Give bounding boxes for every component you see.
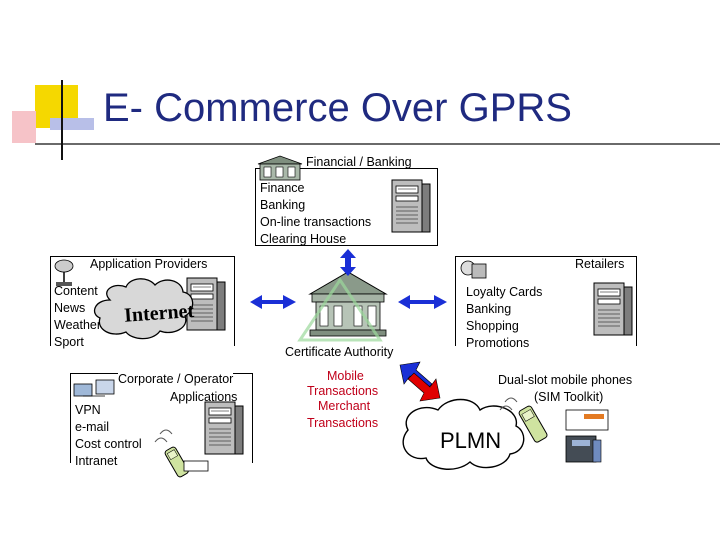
internet-cloud [93, 278, 194, 340]
card-icon [183, 460, 209, 472]
server-icon [204, 401, 244, 455]
server-icon [391, 179, 431, 233]
server-icon [593, 282, 633, 336]
financial-item: Banking [260, 198, 306, 212]
application-item: Content [54, 284, 98, 298]
signal-waves [154, 429, 173, 443]
certificate-authority-frame [297, 277, 383, 342]
title-decoration-graphic [12, 80, 720, 160]
card-stack-icon [592, 439, 602, 463]
antenna-icon [54, 259, 74, 286]
blue-arrow-left [250, 295, 296, 309]
retailers-item: Banking [466, 302, 512, 316]
financial-item: Clearing House [260, 232, 347, 246]
title-decoration [0, 0, 720, 170]
financial-item: On-line transactions [260, 215, 372, 229]
financial-item: Finance [260, 181, 305, 195]
blue-arrow-right [398, 295, 447, 309]
mobile-phone-icon [518, 405, 548, 443]
corporate-title-line2: Applications [170, 390, 238, 404]
retailers-title: Retailers [575, 257, 625, 271]
red-diagonal-arrow [399, 361, 441, 402]
corporate-title-line1: Corporate / Operator [118, 372, 234, 386]
certificate-authority-building [308, 271, 388, 337]
corporate-item: Intranet [75, 454, 118, 468]
financial-banking-title: Financial / Banking [306, 155, 412, 169]
corporate-item: VPN [75, 403, 101, 417]
mobile-phone-icon [164, 446, 189, 478]
application-item: News [54, 301, 86, 315]
shopping-icon [460, 260, 487, 279]
dual-slot-line2: (SIM Toolkit) [534, 390, 604, 404]
corporate-item: Cost control [75, 437, 142, 451]
network-icon [73, 379, 115, 397]
mobile-transactions-line2: Transactions [307, 384, 379, 398]
signal-waves [499, 397, 518, 411]
plmn-cloud [402, 398, 525, 470]
credit-card-icon [565, 435, 597, 463]
smart-card-icon [565, 409, 609, 431]
certificate-authority-label: Certificate Authority [285, 345, 394, 359]
corporate-item: e-mail [75, 420, 110, 434]
internet-cloud-label: Internet [123, 300, 195, 327]
application-providers-title: Application Providers [90, 257, 208, 271]
plmn-cloud-label: PLMN [440, 428, 501, 453]
merchant-transactions-line2: Transactions [307, 416, 379, 430]
dual-slot-line1: Dual-slot mobile phones [498, 373, 633, 387]
blue-arrow-vertical [340, 249, 356, 276]
merchant-transactions-line1: Merchant [318, 399, 371, 413]
application-item: Weather [54, 318, 102, 332]
retailers-item: Shopping [466, 319, 519, 333]
page-title: E- Commerce Over GPRS [103, 86, 572, 130]
bank-icon [257, 155, 303, 181]
application-item: Sport [54, 335, 84, 349]
retailers-item: Loyalty Cards [466, 285, 543, 299]
mobile-transactions-line1: Mobile [327, 369, 364, 383]
retailers-item: Promotions [466, 336, 530, 350]
